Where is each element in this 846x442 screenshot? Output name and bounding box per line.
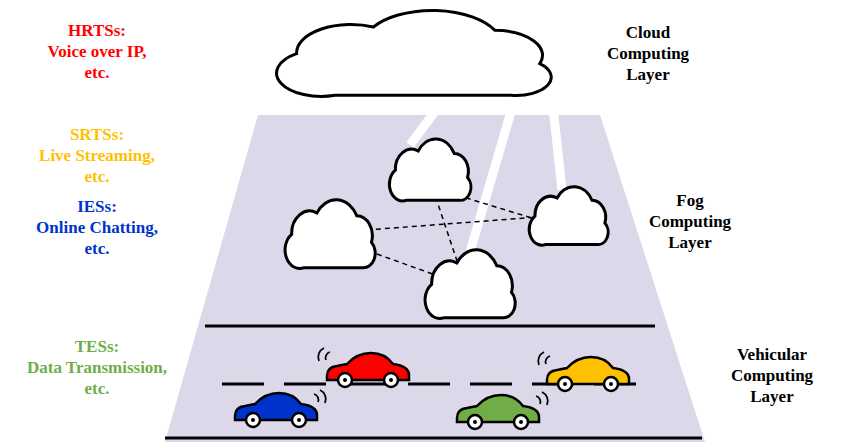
car-symbol: [235, 393, 317, 427]
signal-waves: [314, 348, 550, 405]
service-class: SRTSs:: [32, 124, 162, 145]
layer-label: Fog Computing Layer: [643, 190, 738, 253]
fog-cloud: [529, 187, 608, 246]
service-class: HRTSs:: [32, 20, 162, 41]
layer-label: Cloud Computing Layer: [601, 22, 696, 85]
service-example: Online Chatting, etc.: [31, 217, 163, 259]
road-edge: [165, 437, 702, 440]
car-symbol: [457, 395, 539, 429]
road-edge: [205, 325, 655, 328]
fog-cloud: [425, 250, 515, 319]
service-example: Live Streaming, etc.: [35, 145, 160, 187]
cloud-symbol: [277, 10, 552, 96]
service-class: IESs:: [32, 196, 162, 217]
service-class: TESs:: [22, 336, 172, 357]
layer-region: [165, 115, 705, 442]
fog-cloud: [389, 139, 471, 201]
car-symbol: [547, 357, 629, 391]
service-example: Data Transmission, etc.: [21, 357, 173, 399]
fog-cloud: [285, 200, 375, 269]
layer-label: Vehicular Computing Layer: [723, 344, 821, 407]
car-symbol: [327, 353, 409, 387]
service-example: Voice over IP, etc.: [37, 41, 157, 83]
